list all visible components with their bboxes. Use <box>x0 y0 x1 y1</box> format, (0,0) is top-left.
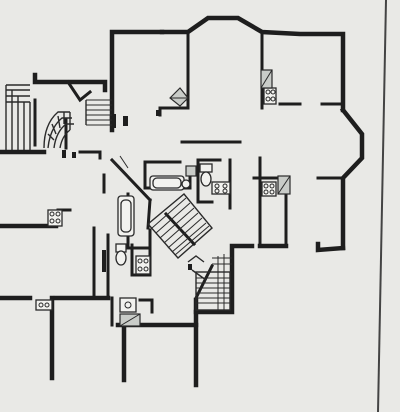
stair-top-left <box>5 79 112 150</box>
fixtures <box>35 87 277 313</box>
exterior-walls <box>0 15 365 388</box>
interior-walls <box>33 30 345 327</box>
light-wells <box>119 69 291 327</box>
page-edge-line <box>377 0 387 412</box>
stair-lower-right <box>195 254 232 311</box>
stair-center <box>146 193 213 259</box>
small-details <box>111 155 207 281</box>
